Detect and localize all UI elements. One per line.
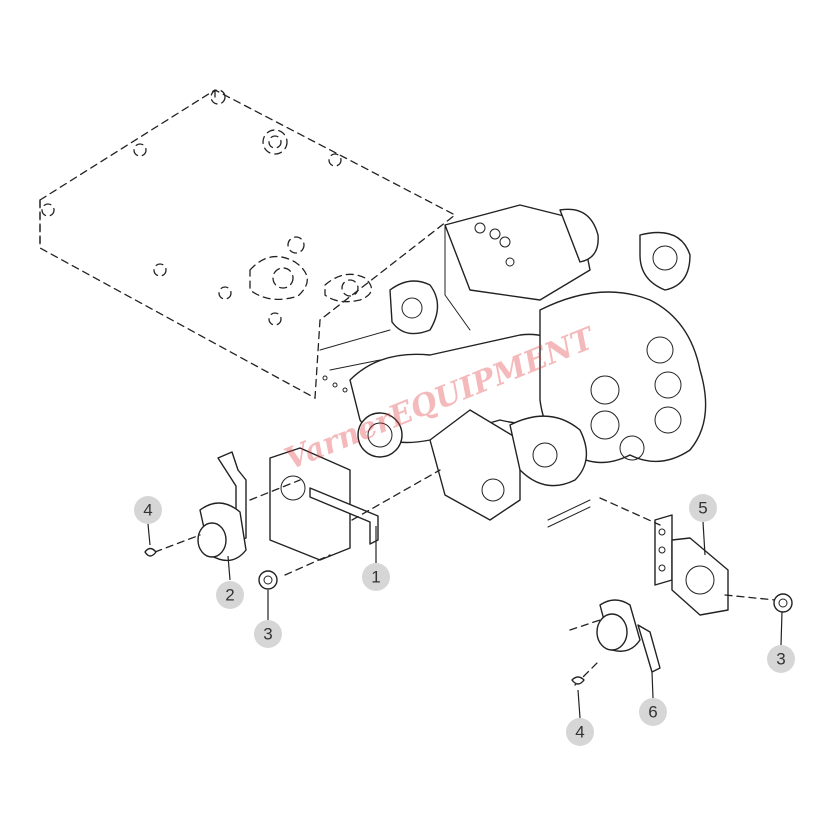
callout-6: 6 xyxy=(639,698,667,726)
mounting-plate xyxy=(39,89,457,400)
callout-label: 1 xyxy=(371,568,380,587)
callout-4-right: 4 xyxy=(566,718,594,746)
callout-3-left: 3 xyxy=(254,620,282,648)
callout-label: 6 xyxy=(648,703,657,722)
callout-label: 4 xyxy=(575,723,584,742)
callout-label: 3 xyxy=(776,650,785,669)
callout-3-right: 3 xyxy=(767,645,795,673)
valve-assembly xyxy=(319,204,707,528)
right-sensor-group xyxy=(569,497,793,686)
callout-label: 4 xyxy=(143,501,152,520)
left-sensor-group xyxy=(144,447,441,590)
callout-5: 5 xyxy=(689,494,717,522)
callout-2: 2 xyxy=(216,581,244,609)
callout-label: 3 xyxy=(263,625,272,644)
callout-4-left: 4 xyxy=(134,496,162,524)
callout-label: 5 xyxy=(698,499,707,518)
leader-lines xyxy=(147,521,783,719)
callout-1: 1 xyxy=(362,563,390,591)
callout-label: 2 xyxy=(225,586,234,605)
